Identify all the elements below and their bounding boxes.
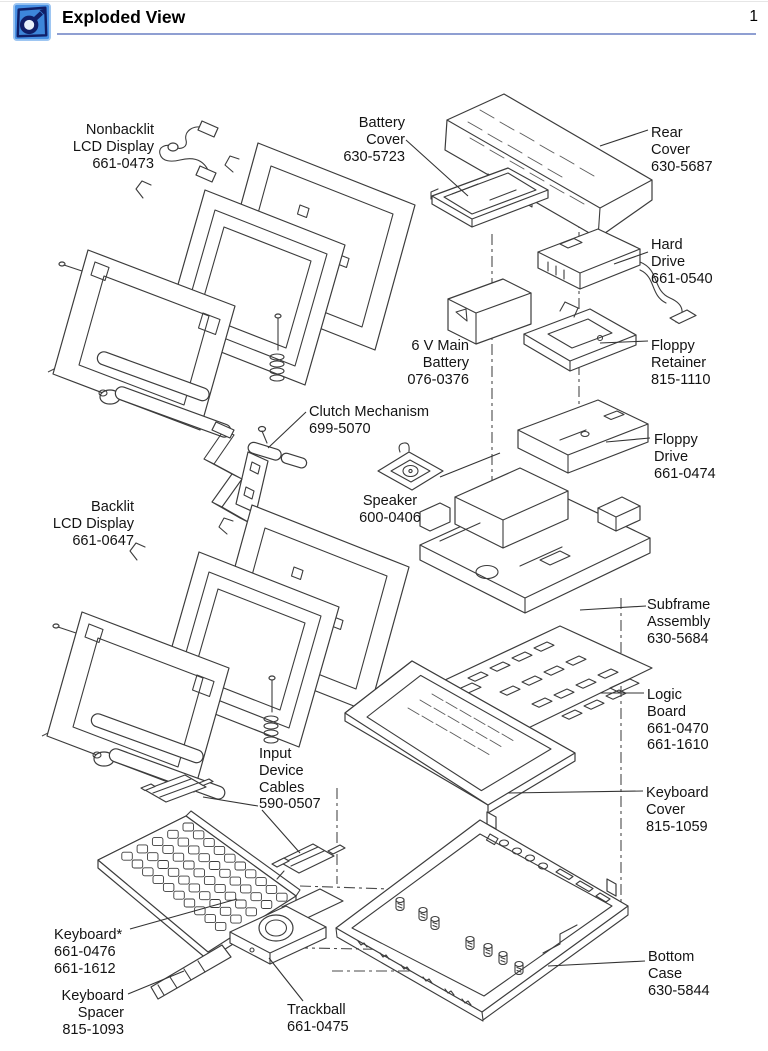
part-label-bottom-case: Bottom Case 630-5844 xyxy=(648,949,710,999)
display-cable-art xyxy=(159,120,219,183)
part-label-nonbacklit-lcd-display: Nonbacklit LCD Display 661-0473 xyxy=(72,122,154,172)
speaker-art xyxy=(377,442,501,491)
part-label-battery-cover: Battery Cover 630-5723 xyxy=(343,115,405,165)
lcd-assembly-backlit-art xyxy=(46,421,410,802)
top-edge-line xyxy=(0,1,768,2)
keyboard-cover-art xyxy=(344,660,576,814)
part-label-speaker: Speaker 600-0406 xyxy=(359,493,421,526)
part-label-main-battery: 6 V Main Battery 076-0376 xyxy=(407,338,469,388)
part-label-input-device-cables: Input Device Cables 590-0507 xyxy=(259,746,321,813)
part-label-keyboard-spacer: Keyboard Spacer 815-1093 xyxy=(61,988,124,1038)
part-label-floppy-retainer: Floppy Retainer 815-1110 xyxy=(651,338,711,388)
clutch-mechanism-art xyxy=(247,425,308,469)
hard-drive-art xyxy=(537,228,697,325)
bottom-case-art xyxy=(335,811,629,1022)
battery-cover-art xyxy=(430,167,549,228)
backlit-ribbon-cable-art xyxy=(203,421,269,524)
part-label-trackball: Trackball 661-0475 xyxy=(287,1002,349,1035)
subframe-assembly-art xyxy=(419,467,651,614)
part-label-rear-cover: Rear Cover 630-5687 xyxy=(651,125,713,175)
part-label-clutch-mechanism: Clutch Mechanism 699-5070 xyxy=(309,404,430,437)
lcd-assembly-nonbacklit-art xyxy=(52,120,416,440)
header-rule xyxy=(57,33,756,35)
leader-lines xyxy=(127,129,651,1002)
exploded-view-icon xyxy=(13,3,51,41)
page-title: Exploded View xyxy=(62,7,186,27)
main-battery-art xyxy=(447,278,532,345)
page-number: 1 xyxy=(749,8,758,25)
part-label-hard-drive: Hard Drive 661-0540 xyxy=(651,237,713,287)
trackball-art xyxy=(229,888,344,965)
part-label-subframe-assembly: Subframe Assembly 630-5684 xyxy=(647,597,711,647)
floppy-drive-art xyxy=(517,399,649,474)
part-label-keyboard-cover: Keyboard Cover 815-1059 xyxy=(646,785,709,835)
part-label-logic-board: Logic Board 661-0470 661-1610 xyxy=(647,687,709,754)
part-label-keyboard: Keyboard* 661-0476 661-1612 xyxy=(54,927,123,977)
part-label-floppy-drive: Floppy Drive 661-0474 xyxy=(654,432,716,482)
floppy-retainer-art xyxy=(523,301,637,372)
input-device-cables-art xyxy=(140,774,346,880)
part-label-backlit-lcd-display: Backlit LCD Display 661-0647 xyxy=(52,499,134,549)
keyboard-spacer-art xyxy=(150,944,232,1000)
